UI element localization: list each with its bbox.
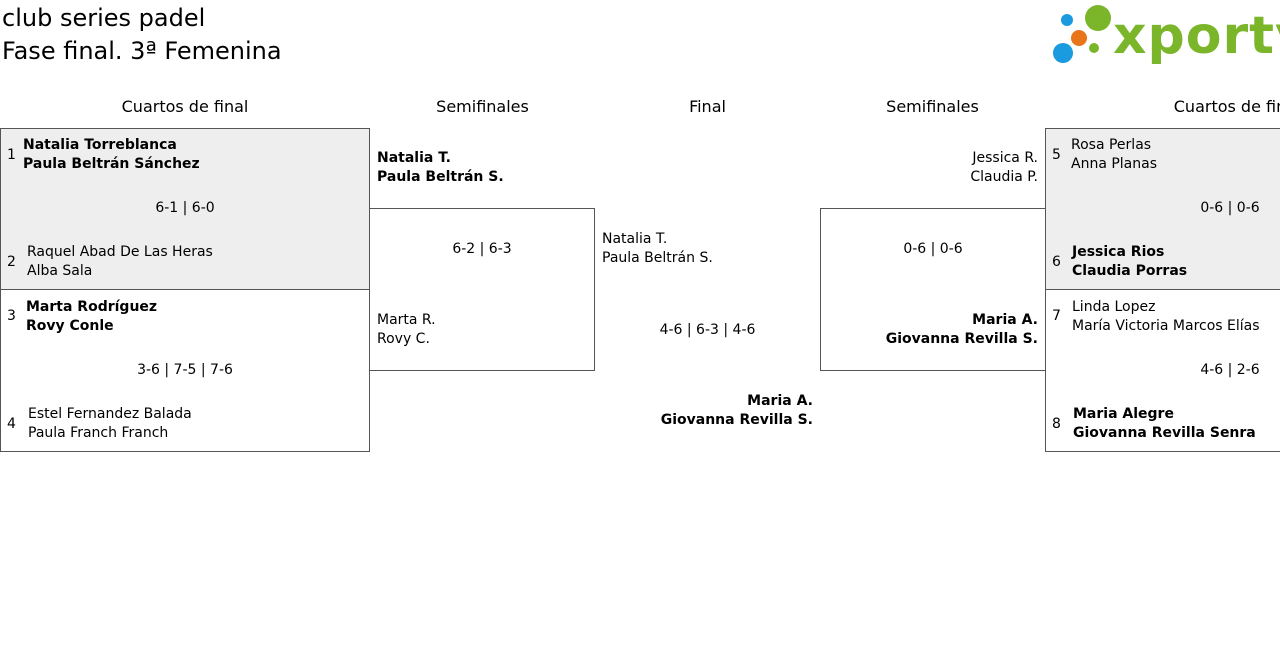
- team-qf3-top: Rosa Perlas Anna Planas: [1071, 136, 1157, 174]
- seed-number: 4: [7, 416, 16, 432]
- seed-number: 6: [1052, 254, 1061, 270]
- player-name: Maria Alegre: [1073, 406, 1174, 422]
- player-name: Marta R.: [377, 312, 436, 328]
- team-qf1-top: Natalia Torreblanca Paula Beltrán Sánche…: [23, 136, 200, 174]
- player-name: Anna Planas: [1071, 156, 1158, 172]
- player-name: Giovanna Revilla Senra: [1073, 425, 1256, 441]
- logo-dot-orange: [1071, 30, 1087, 46]
- match-qf1: [0, 128, 370, 290]
- round-header-final: Final: [689, 97, 726, 116]
- team-final-top: Natalia T. Paula Beltrán S.: [602, 230, 713, 268]
- player-name: Giovanna Revilla S.: [660, 412, 813, 428]
- player-name: Rovy Conle: [26, 318, 114, 334]
- player-name: Maria A.: [972, 312, 1038, 328]
- round-header-sf-left: Semifinales: [436, 97, 529, 116]
- team-sf2-top: Jessica R. Claudia P.: [830, 149, 1038, 187]
- seed-number: 7: [1052, 308, 1061, 324]
- player-name: Claudia P.: [970, 169, 1038, 185]
- team-sf1-bottom: Marta R. Rovy C.: [377, 311, 436, 349]
- player-name: María Victoria Marcos Elías: [1072, 318, 1260, 334]
- match-score: 3-6 | 7-5 | 7-6: [137, 362, 233, 378]
- player-name: Jessica Rios: [1072, 244, 1165, 260]
- match-qf4: [1045, 289, 1280, 452]
- player-name: Jessica R.: [972, 150, 1038, 166]
- match-score: 6-1 | 6-0: [155, 200, 215, 216]
- seed-number: 1: [7, 147, 16, 163]
- team-qf1-bottom: Raquel Abad De Las Heras Alba Sala: [27, 243, 213, 281]
- player-name: Raquel Abad De Las Heras: [27, 244, 213, 260]
- player-name: Paula Franch Franch: [28, 425, 169, 441]
- seed-number: 5: [1052, 147, 1061, 163]
- player-name: Maria A.: [747, 393, 813, 409]
- team-qf3-bottom: Jessica Rios Claudia Porras: [1072, 243, 1187, 281]
- player-name: Estel Fernandez Balada: [28, 406, 192, 422]
- team-sf2-bottom: Maria A. Giovanna Revilla S.: [830, 311, 1038, 349]
- player-name: Natalia T.: [602, 231, 668, 247]
- player-name: Rosa Perlas: [1071, 137, 1152, 153]
- logo-text: xporty: [1113, 6, 1280, 66]
- match-sf1: [369, 208, 595, 371]
- player-name: Linda Lopez: [1072, 299, 1156, 315]
- seed-number: 3: [7, 308, 16, 324]
- match-score: 4-6 | 2-6: [1200, 362, 1260, 378]
- logo-dot-green: [1085, 5, 1111, 31]
- player-name: Giovanna Revilla S.: [885, 331, 1038, 347]
- match-score: 0-6 | 0-6: [903, 241, 963, 257]
- seed-number: 8: [1052, 416, 1061, 432]
- logo-dot-green-small: [1089, 43, 1099, 53]
- page-title: Fase final. 3ª Femenina: [2, 37, 282, 65]
- round-header-qf-right: Cuartos de fin: [1173, 97, 1280, 116]
- team-final-bottom: Maria A. Giovanna Revilla S.: [600, 392, 813, 430]
- round-header-qf-left: Cuartos de final: [121, 97, 249, 116]
- player-name: Paula Beltrán S.: [602, 250, 713, 266]
- logo-dot-blue-small: [1061, 14, 1073, 26]
- player-name: Claudia Porras: [1072, 263, 1188, 279]
- club-name: club series padel: [2, 4, 206, 32]
- player-name: Marta Rodríguez: [26, 299, 158, 315]
- match-score: 6-2 | 6-3: [452, 241, 512, 257]
- player-name: Natalia T.: [377, 150, 451, 166]
- player-name: Natalia Torreblanca: [23, 137, 177, 153]
- team-qf4-top: Linda Lopez María Victoria Marcos Elías: [1072, 298, 1260, 336]
- team-qf2-bottom: Estel Fernandez Balada Paula Franch Fran…: [28, 405, 192, 443]
- team-qf2-top: Marta Rodríguez Rovy Conle: [26, 298, 157, 336]
- team-sf1-top: Natalia T. Paula Beltrán S.: [377, 149, 504, 187]
- player-name: Rovy C.: [377, 331, 430, 347]
- round-header-sf-right: Semifinales: [886, 97, 979, 116]
- player-name: Paula Beltrán S.: [377, 169, 504, 185]
- logo-dot-blue: [1053, 43, 1073, 63]
- match-score: 0-6 | 0-6: [1200, 200, 1260, 216]
- player-name: Paula Beltrán Sánchez: [23, 156, 200, 172]
- xporty-logo: [1053, 5, 1111, 63]
- player-name: Alba Sala: [27, 263, 93, 279]
- seed-number: 2: [7, 254, 16, 270]
- final-score: 4-6 | 6-3 | 4-6: [659, 322, 756, 338]
- team-qf4-bottom: Maria Alegre Giovanna Revilla Senra: [1073, 405, 1256, 443]
